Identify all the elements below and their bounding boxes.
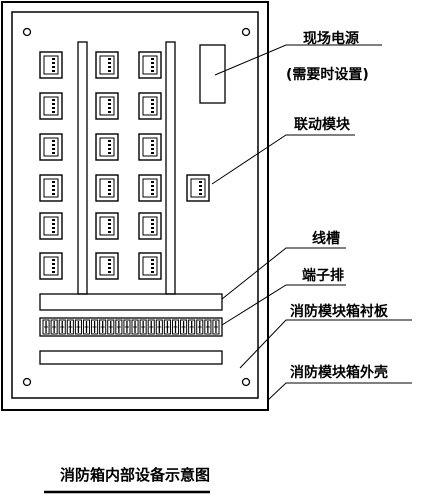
- module-grid: [39, 51, 210, 280]
- callout-line-terminal: [221, 284, 346, 326]
- terminal-20: [196, 319, 204, 335]
- module-r6-c3: [138, 252, 162, 280]
- wire-duct-right: [165, 41, 176, 295]
- terminal-1: [42, 319, 50, 335]
- terminal-5: [74, 319, 82, 335]
- label-wire-duct: 线槽: [312, 230, 340, 247]
- bottom-plate: [39, 350, 223, 365]
- callout-line-duct: [221, 247, 346, 300]
- module-r3-c2: [95, 133, 119, 161]
- terminal-6: [82, 319, 91, 335]
- module-r2-c1: [39, 92, 63, 120]
- module-r1-c3: [138, 51, 162, 79]
- module-r6-c2: [95, 252, 119, 280]
- terminal-12: [131, 319, 139, 335]
- module-r1-c2: [95, 51, 119, 79]
- mounting-hole-br: [241, 377, 251, 387]
- module-r3-c1: [39, 133, 63, 161]
- field-power-supply: [199, 44, 226, 104]
- terminal-17: [171, 319, 180, 335]
- mounting-hole-tl: [22, 27, 32, 37]
- label-field-power: 现场电源: [303, 30, 359, 47]
- terminal-22: [212, 319, 220, 335]
- terminal-10: [115, 319, 123, 335]
- wire-duct-horizontal: [39, 293, 223, 311]
- module-r3-c3: [138, 133, 162, 161]
- module-r5-c2: [95, 212, 119, 240]
- callout-line-liner: [239, 319, 412, 369]
- label-outer-shell: 消防模块箱外壳: [290, 364, 388, 381]
- terminal-18: [180, 319, 188, 335]
- label-linkage-module: 联动模块: [294, 116, 351, 133]
- wire-duct-left: [77, 41, 88, 295]
- label-terminal-strip: 端子排: [302, 267, 344, 284]
- terminal-2: [50, 319, 58, 335]
- terminal-7: [91, 319, 99, 335]
- terminal-3: [58, 319, 66, 335]
- terminal-strip-frame: [39, 317, 223, 337]
- module-r4-c3: [138, 174, 162, 202]
- linkage-module: [186, 174, 210, 202]
- module-r2-c3: [138, 92, 162, 120]
- module-r5-c1: [39, 212, 63, 240]
- terminal-15: [155, 319, 163, 335]
- callout-line-power: [214, 44, 382, 76]
- terminal-14: [147, 319, 155, 335]
- terminal-strip: [42, 319, 220, 335]
- terminal-8: [99, 319, 107, 335]
- module-r4-c1: [39, 174, 63, 202]
- terminal-11: [123, 319, 131, 335]
- label-power-note: (需要时设置): [286, 66, 369, 83]
- module-r1-c1: [39, 51, 63, 79]
- callout-line-shell: [267, 382, 412, 401]
- label-liner-panel: 消防模块箱衬板: [290, 303, 389, 320]
- module-r5-c3: [138, 212, 162, 240]
- terminal-19: [188, 319, 196, 335]
- callout-lines: [211, 44, 412, 401]
- terminal-21: [204, 319, 212, 335]
- terminal-13: [139, 319, 147, 335]
- module-r2-c2: [95, 92, 119, 120]
- module-r4-c2: [95, 174, 119, 202]
- terminal-16: [163, 319, 171, 335]
- terminal-4: [66, 319, 74, 335]
- liner-panel: [11, 11, 259, 399]
- module-r6-c1: [39, 252, 63, 280]
- mounting-hole-bl: [22, 377, 32, 387]
- callout-line-linkage: [211, 134, 355, 185]
- terminal-9: [107, 319, 115, 335]
- diagram-caption: 消防箱内部设备示意图: [60, 466, 210, 484]
- outer-shell: [1, 1, 269, 411]
- mounting-hole-tr: [241, 27, 251, 37]
